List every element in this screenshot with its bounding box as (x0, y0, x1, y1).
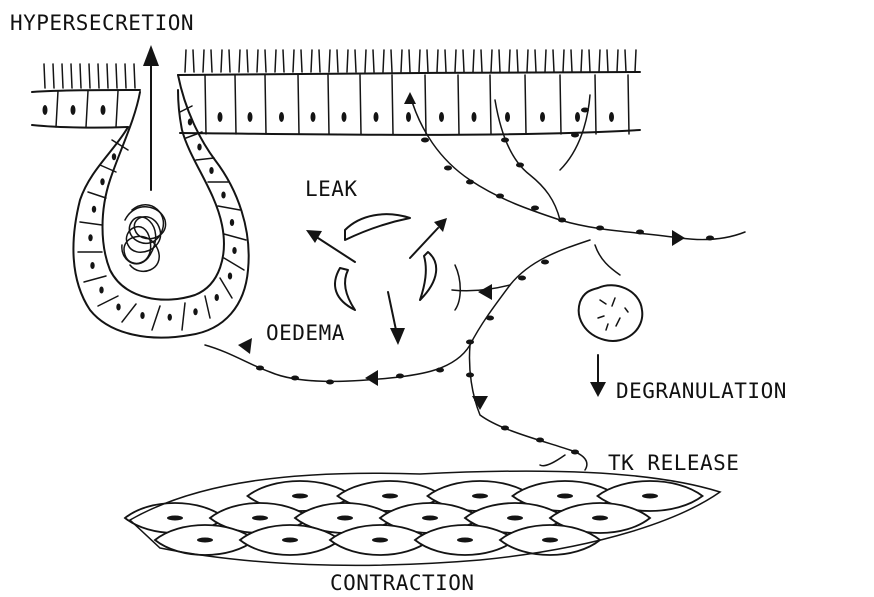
hypersecretion-arrow (143, 45, 159, 190)
nerve-fibres (205, 92, 745, 470)
smooth-muscle (125, 471, 720, 565)
submucosal-gland (73, 45, 248, 338)
label-oedema: OEDEMA (266, 321, 345, 345)
label-degranulation: DEGRANULATION (616, 379, 787, 403)
epithelium (32, 50, 640, 135)
label-tk-release: TK RELEASE (608, 451, 739, 475)
mucus-secretion (122, 205, 166, 272)
label-contraction: CONTRACTION (330, 571, 475, 595)
label-hypersecretion: HYPERSECRETION (10, 11, 194, 35)
label-leak: LEAK (305, 177, 358, 201)
